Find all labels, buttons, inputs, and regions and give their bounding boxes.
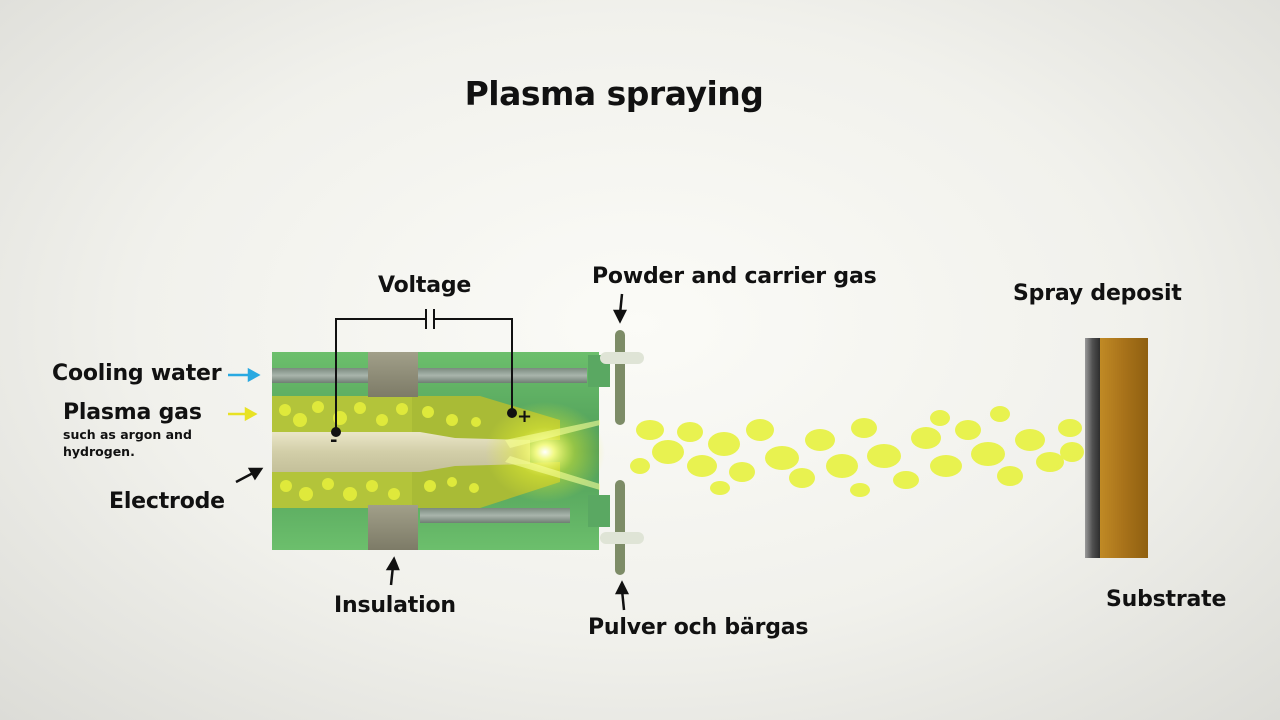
- positive-terminal: [507, 408, 517, 418]
- plus-sign: +: [517, 406, 532, 427]
- voltage-label: Voltage: [378, 273, 472, 298]
- substrate-block: [1100, 338, 1148, 558]
- powder-injector: [600, 330, 644, 575]
- powder-label: Powder and carrier gas: [592, 264, 877, 289]
- spray-deposit-layer: [1085, 338, 1100, 558]
- spray-plume: [630, 406, 1084, 497]
- plasma-gas-label: Plasma gas: [63, 400, 202, 425]
- cooling-water-arrow: [228, 367, 261, 383]
- powder-arrow-bottom: [614, 580, 630, 611]
- spray-deposit-label: Spray deposit: [1013, 281, 1182, 306]
- electrode-arrow: [235, 467, 264, 484]
- electrode-label: Electrode: [109, 489, 225, 514]
- minus-sign: -: [330, 430, 338, 451]
- substrate-label: Substrate: [1106, 587, 1227, 612]
- powder-arrow-top: [612, 293, 628, 324]
- pulver-label: Pulver och bärgas: [588, 615, 809, 640]
- negative-terminal: [331, 427, 341, 437]
- plasma-gas-note: such as argon and hydrogen.: [63, 427, 192, 459]
- page-title: Plasma spraying: [464, 74, 764, 113]
- insulation-label: Insulation: [334, 593, 456, 618]
- plasma-arc-glow: [485, 402, 605, 502]
- cooling-water-label: Cooling water: [52, 361, 222, 386]
- insulation-arrow: [385, 556, 400, 586]
- plasma-gas-arrow: [228, 406, 258, 422]
- voltage-circuit: [335, 309, 513, 432]
- plasma-gas-particles: [279, 401, 481, 501]
